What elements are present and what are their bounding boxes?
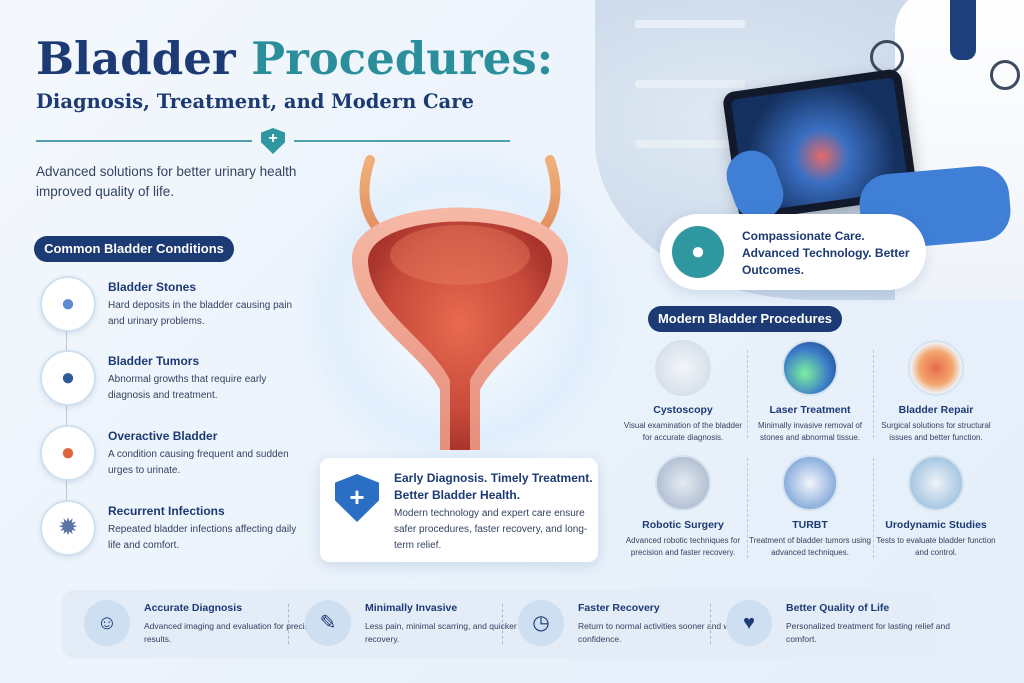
- bladder-repair-icon: [908, 340, 964, 396]
- bladder-icon: ●: [672, 226, 724, 278]
- tagline: Advanced solutions for better urinary he…: [36, 164, 297, 199]
- page-title: Bladder Procedures:: [36, 32, 554, 85]
- benefit-item: ☺ Accurate Diagnosis Advanced imaging an…: [84, 590, 314, 658]
- bladder-illustration: [330, 150, 590, 450]
- cystoscope-icon: [655, 340, 711, 396]
- urodynamic-device-icon: [908, 455, 964, 511]
- bladder-tumor-icon: ●: [40, 350, 96, 406]
- divider: [294, 140, 510, 142]
- divider: [36, 140, 252, 142]
- conditions-heading: Common Bladder Conditions: [34, 236, 234, 262]
- laser-icon: [782, 340, 838, 396]
- overactive-bladder-icon: ●: [40, 425, 96, 481]
- medical-shield-icon: +: [261, 128, 285, 154]
- benefit-item: ♥ Better Quality of Life Personalized tr…: [726, 590, 950, 658]
- bacteria-icon: ✹: [40, 500, 96, 556]
- resectoscope-icon: [782, 455, 838, 511]
- medical-shield-icon: +: [335, 474, 379, 522]
- care-badge: ● Compassionate Care. Advanced Technolog…: [660, 214, 926, 290]
- page-subtitle: Diagnosis, Treatment, and Modern Care: [36, 90, 474, 113]
- early-diagnosis-card: + Early Diagnosis. Timely Treatment. Bet…: [320, 458, 598, 562]
- bladder-stones-icon: ●: [40, 276, 96, 332]
- heart-hand-icon: ♥: [726, 600, 772, 646]
- robot-arm-icon: [655, 455, 711, 511]
- procedures-heading: Modern Bladder Procedures: [648, 306, 842, 332]
- benefits-bar: ☺ Accurate Diagnosis Advanced imaging an…: [62, 590, 950, 658]
- doctor-shield-icon: ☺: [84, 600, 130, 646]
- benefit-item: ✎ Minimally Invasive Less pain, minimal …: [305, 590, 517, 658]
- benefit-item: ◷ Faster Recovery Return to normal activ…: [518, 590, 739, 658]
- scalpel-icon: ✎: [305, 600, 351, 646]
- clock-icon: ◷: [518, 600, 564, 646]
